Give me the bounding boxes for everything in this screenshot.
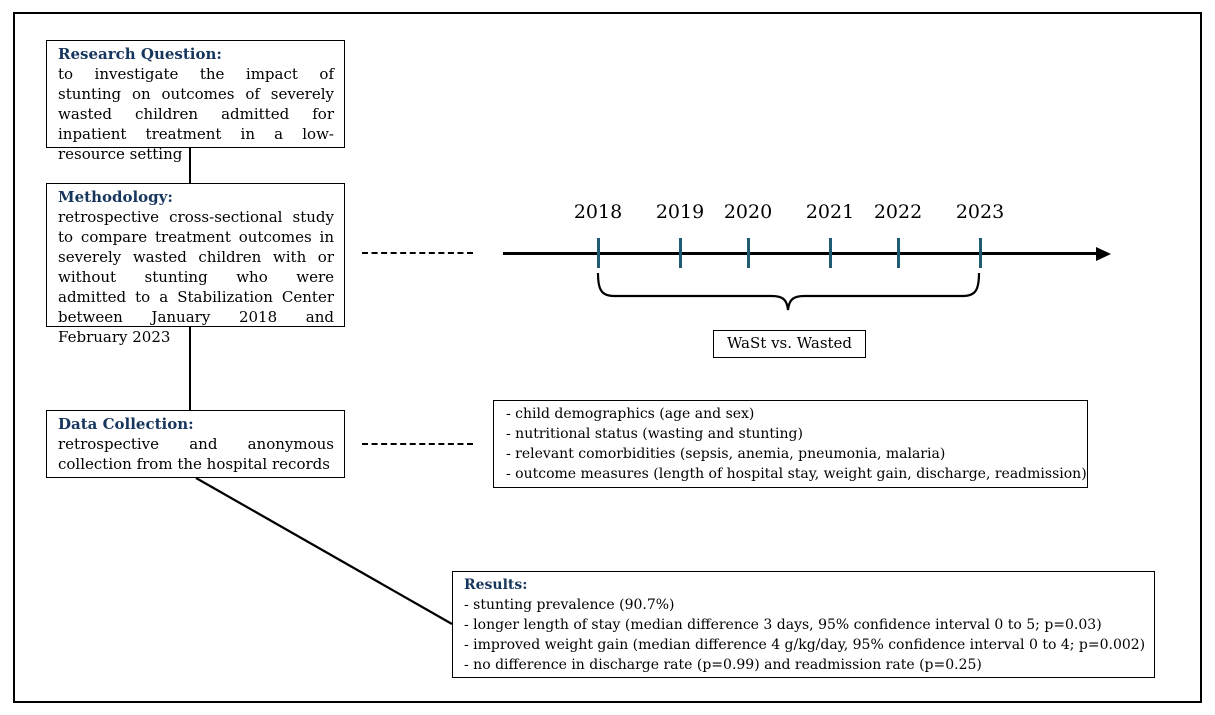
timeline-year-label: 2021 [805, 201, 855, 223]
research-question-body: to investigate the impact of stunting on… [58, 65, 334, 163]
timeline-year-label: 2020 [723, 201, 773, 223]
variables-item: - outcome measures (length of hospital s… [506, 466, 1087, 482]
timeline-tick-2023 [978, 238, 982, 268]
timeline-year-label: 2018 [573, 201, 623, 223]
comparison-label-box: WaSt vs. Wasted [713, 330, 866, 358]
results-item: - no difference in discharge rate (p=0.9… [464, 657, 982, 673]
timeline-axis [503, 252, 1100, 255]
timeline-tick-2018 [596, 238, 600, 268]
variables-item: - nutritional status (wasting and stunti… [506, 426, 803, 442]
timeline-arrowhead-icon [1096, 246, 1111, 261]
connector-methodology-to-datacollection [189, 327, 191, 410]
timeline-year-label: 2023 [955, 201, 1005, 223]
research-question-box: Research Question: to investigate the im… [46, 40, 345, 163]
timeline-tick-2022 [896, 238, 900, 268]
connector-rq-to-methodology [189, 148, 191, 183]
variables-box: - child demographics (age and sex) - nut… [493, 400, 1088, 488]
methodology-box: Methodology: retrospective cross-section… [46, 183, 345, 346]
variables-item: - child demographics (age and sex) [506, 406, 755, 422]
timeline-tick-2021 [828, 238, 832, 268]
variables-item: - relevant comorbidities (sepsis, anemia… [506, 446, 946, 462]
dashed-connector-datacollection-variables [362, 443, 473, 445]
results-box: Results: - stunting prevalence (90.7%) -… [452, 571, 1155, 678]
timeline-year-label: 2022 [873, 201, 923, 223]
results-item: - longer length of stay (median differen… [464, 617, 1102, 633]
dashed-connector-methodology-timeline [362, 252, 473, 254]
data-collection-box: Data Collection: retrospective and anony… [46, 410, 345, 478]
data-collection-body: retrospective and anonymous collection f… [58, 435, 334, 473]
methodology-title: Methodology: [58, 188, 173, 206]
timeline-year-label: 2019 [655, 201, 705, 223]
timeline-tick-2020 [746, 238, 750, 268]
results-item: - improved weight gain (median differenc… [464, 637, 1146, 653]
results-item: - stunting prevalence (90.7%) [464, 597, 675, 613]
comparison-label: WaSt vs. Wasted [726, 334, 853, 352]
methodology-body: retrospective cross-sectional study to c… [58, 208, 334, 346]
timeline-tick-2019 [678, 238, 682, 268]
results-title: Results: [464, 577, 528, 593]
research-question-title: Research Question: [58, 45, 222, 63]
data-collection-title: Data Collection: [58, 415, 194, 433]
